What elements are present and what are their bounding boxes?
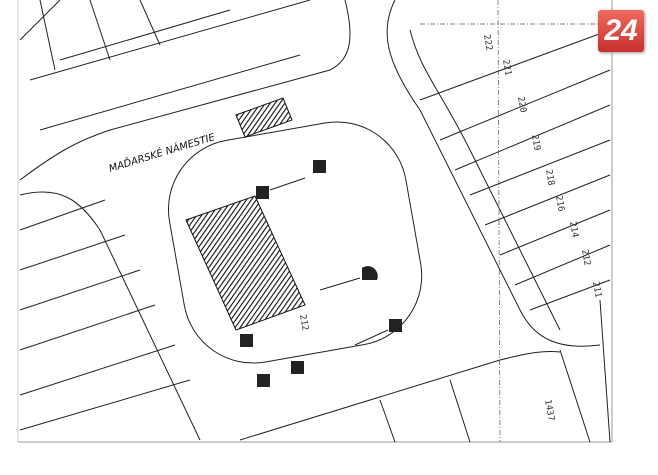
road-outlines [19,0,601,441]
hatched-monument [235,97,293,138]
parcel-label: 222 [481,34,494,52]
parcel-labels: 222 221 220 219 218 216 214 212 211 212 … [297,34,603,422]
parcel-label: 220 [515,96,528,114]
markers [240,160,402,387]
parcel-lines [379,0,611,443]
parcel-label: 212 [579,249,592,267]
center-parcel-label: 212 [297,314,310,332]
square-outline [167,121,423,364]
parcel-label: 221 [500,59,513,77]
parcel-label: 219 [529,134,542,152]
parcel-label: 214 [567,221,580,239]
hatched-building [185,195,306,331]
parcel-lines-left [19,0,311,431]
parcel-label: 218 [543,169,556,187]
bottom-parcel-label: 1437 [542,399,556,422]
parcel-label: 211 [590,281,603,299]
parcel-label: 216 [553,195,566,213]
logo-24: 24 [598,10,644,52]
